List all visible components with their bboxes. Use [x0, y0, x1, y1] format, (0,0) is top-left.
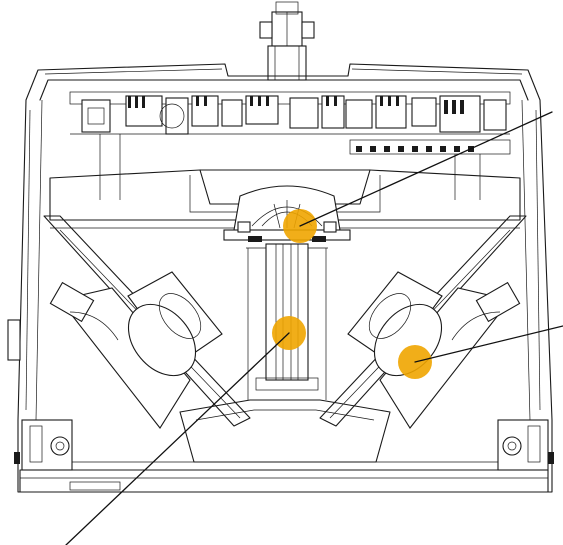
bottom-basin: [40, 399, 530, 463]
top-component-rack: [69, 91, 511, 200]
left-foot-clamp: [7, 319, 73, 471]
right-motor-pod: [347, 271, 521, 429]
top-dome-leader: [299, 111, 553, 227]
center-column-leader: [65, 332, 290, 545]
right-foot-clamp: [497, 419, 554, 471]
left-motor-pod: [49, 271, 223, 429]
leader-lines: [65, 111, 563, 545]
top-hanger-bracket: [259, 1, 315, 81]
center-column: [246, 243, 328, 400]
housing-outline: [17, 63, 553, 493]
right-pivot-leader: [414, 325, 563, 363]
